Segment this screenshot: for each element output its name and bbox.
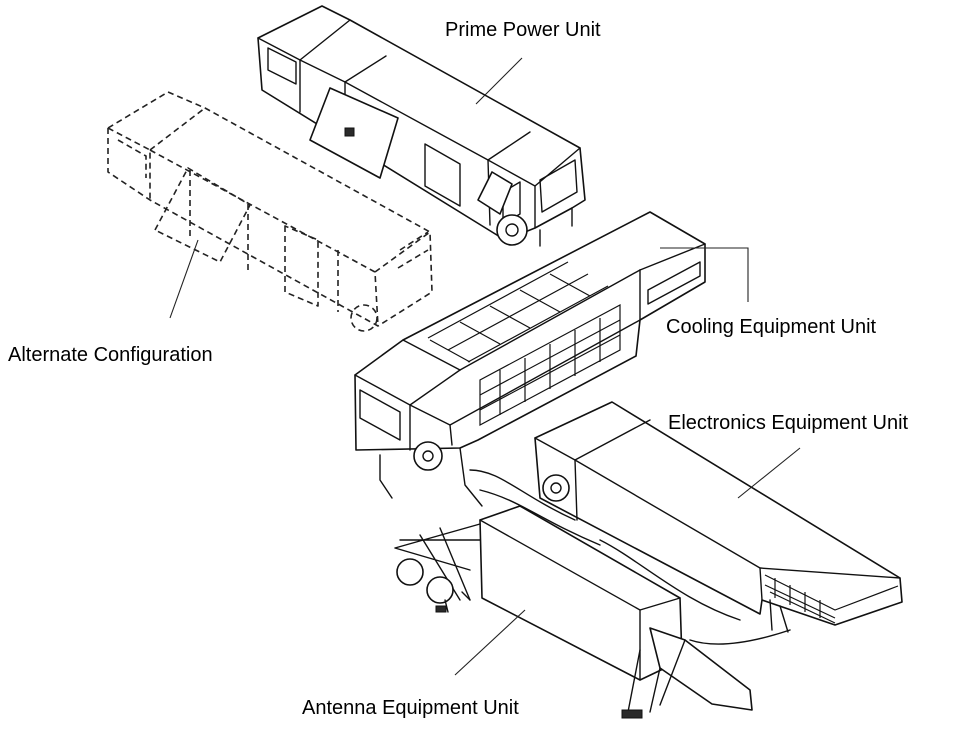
prime-power-unit-label: Prime Power Unit	[445, 19, 601, 41]
electronics-leader	[737, 447, 801, 499]
antenna-equipment-unit	[394, 469, 791, 719]
antenna-leader	[454, 609, 526, 676]
cooling-equipment-unit-label: Cooling Equipment Unit	[666, 316, 877, 338]
antenna-equipment-unit-label: Antenna Equipment Unit	[302, 697, 519, 719]
alternate-leader	[169, 239, 199, 319]
prime-power-unit	[257, 5, 586, 247]
alternate-configuration-label: Alternate Configuration	[8, 344, 213, 366]
cooling-equipment-unit	[354, 211, 706, 507]
alternate-configuration-unit	[107, 91, 433, 332]
electronics-equipment-unit	[534, 401, 903, 633]
electronics-equipment-unit-label: Electronics Equipment Unit	[668, 412, 909, 434]
prime-power-leader	[475, 57, 523, 105]
cooling-leader	[660, 247, 749, 302]
